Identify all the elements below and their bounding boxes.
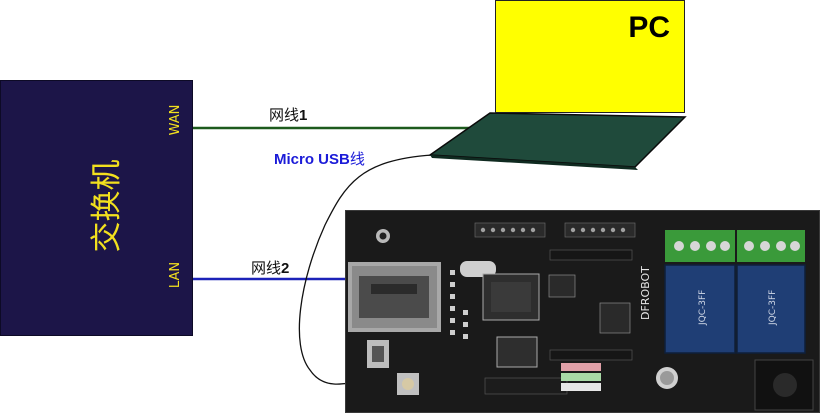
- laptop-base-edge: [430, 155, 638, 170]
- relay-1-label: JQC-3FF: [698, 290, 708, 326]
- laptop-base: [427, 112, 687, 168]
- top-header: [474, 222, 636, 238]
- controller-board: DFROBOT JQC-3FF JQC-3FF: [344, 209, 820, 414]
- pink-headers: [561, 363, 601, 391]
- bottom-header: [484, 377, 568, 395]
- cable1-label: 网线1: [269, 104, 307, 125]
- cable2-prefix: 网线: [251, 259, 282, 277]
- usb-label-suffix: 线: [349, 150, 365, 168]
- relay-2: [736, 264, 806, 354]
- mcu-chip: [496, 336, 538, 368]
- cable2-label: 网线2: [251, 257, 289, 278]
- cable2-number: 2: [281, 260, 290, 277]
- usb-cable-label: Micro USB线: [274, 148, 365, 169]
- relay-2-label: JQC-3FF: [768, 290, 778, 326]
- relay-1: [664, 264, 736, 354]
- usb-label-prefix: Micro USB: [274, 151, 350, 168]
- regulator-chip: [548, 274, 576, 298]
- pc-label: PC: [628, 11, 670, 44]
- board-illustration: DFROBOT JQC-3FF JQC-3FF: [344, 209, 820, 414]
- pc-screen: PC: [495, 0, 685, 113]
- led-column: [450, 270, 468, 339]
- board-brand: DFROBOT: [639, 266, 652, 320]
- switch-box: [0, 80, 193, 336]
- cable1-prefix: 网线: [269, 106, 300, 124]
- xbee-header: [549, 249, 633, 261]
- usb-cable: [298, 154, 433, 385]
- crystal-oscillator: [460, 261, 496, 277]
- xbee-header: [549, 349, 633, 361]
- dc-power-jack: [754, 359, 814, 411]
- driver-chip: [599, 302, 631, 334]
- cable1-number: 1: [299, 107, 308, 124]
